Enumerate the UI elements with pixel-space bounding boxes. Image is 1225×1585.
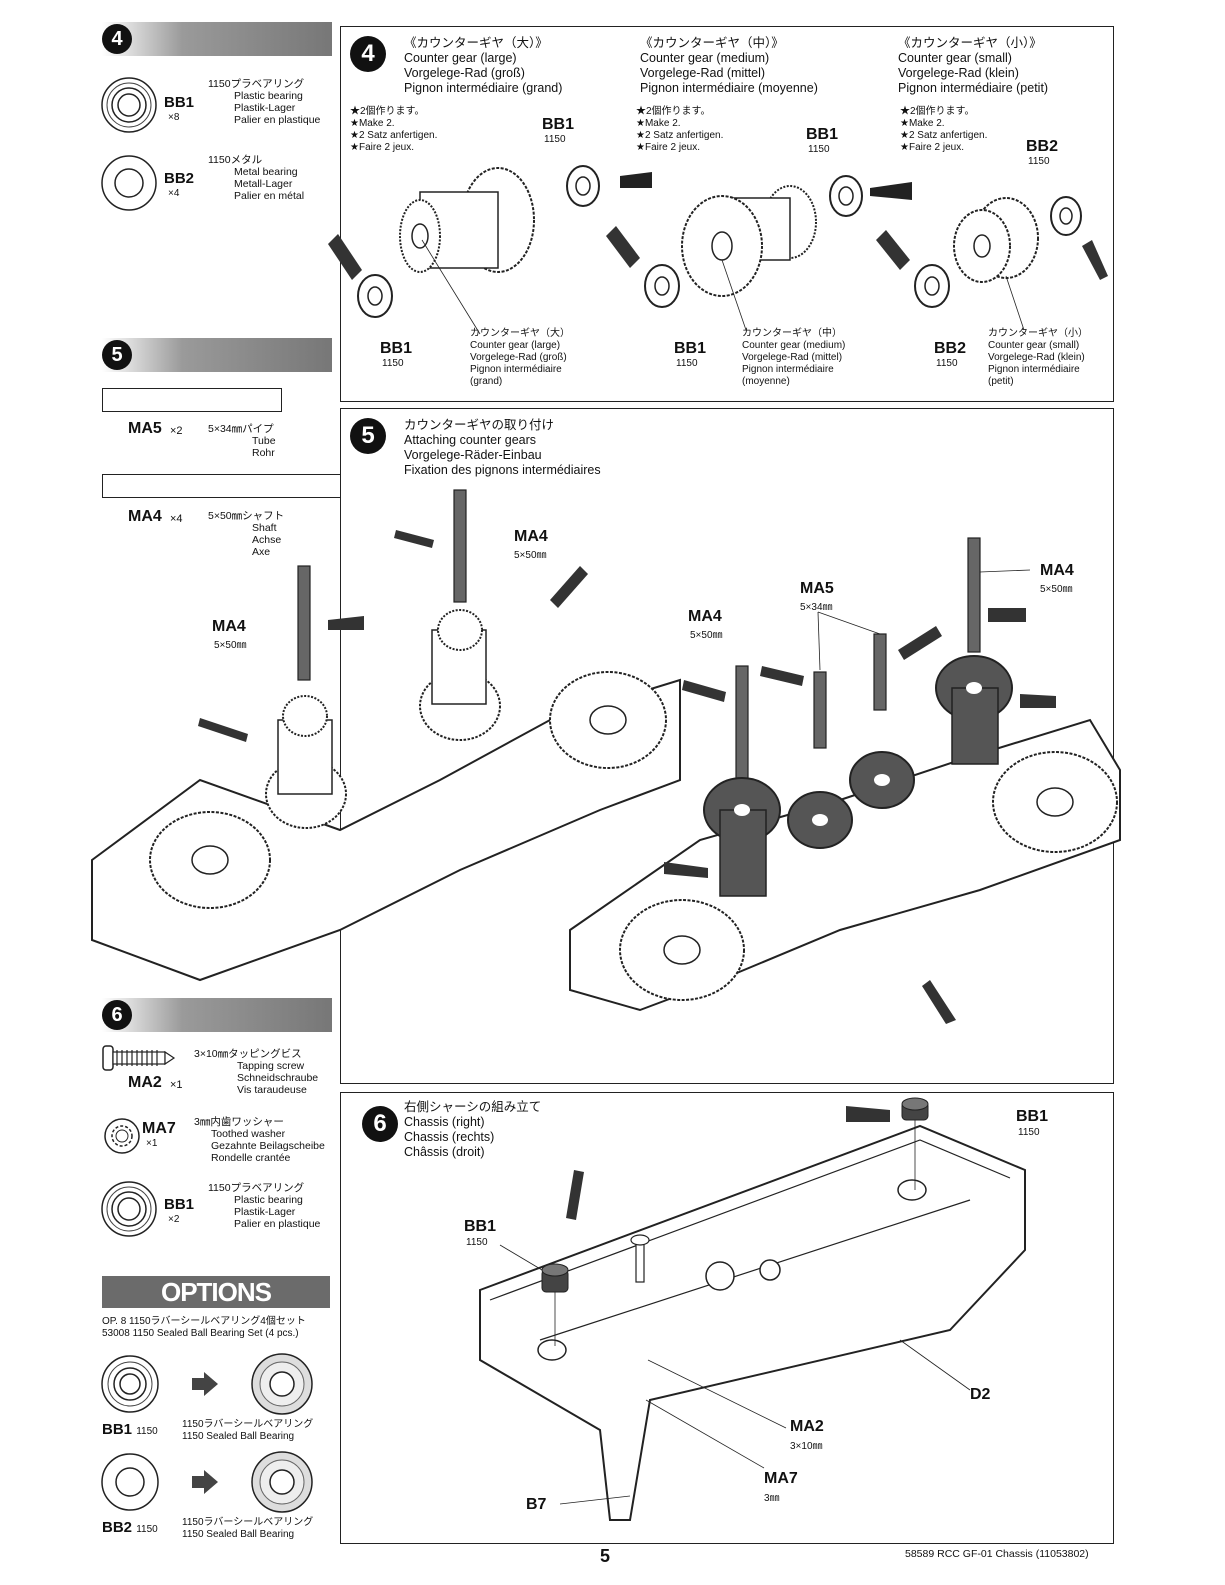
step6-number-sidebar: 6: [102, 1000, 132, 1030]
counter-gear-large-illustration: [328, 165, 652, 335]
ma7-part-text: 3㎜内歯ワッシャー Toothed washer Gezahnte Beilag…: [194, 1116, 325, 1164]
ma4-sub-3: 5×50㎜: [690, 630, 723, 641]
options-set-text: OP. 8 1150ラバーシールベアリング4個セット 53008 1150 Se…: [102, 1316, 306, 1339]
step5-header-bar: [102, 338, 332, 372]
ma5-part-text: 5×34㎜パイプ Tube Rohr: [208, 423, 276, 459]
bb1-qty: ×8: [168, 112, 180, 123]
footer-product-code: 58589 RCC GF-01 Chassis (11053802): [905, 1548, 1089, 1560]
ma2-sub: 3×10㎜: [790, 1441, 823, 1452]
plastic-bearing-icon: [101, 1181, 157, 1237]
bb2-upgrade-illustration: [101, 1451, 313, 1513]
gear-small-caption: カウンターギヤ（小）Counter gear (small)Vorgelege-…: [988, 328, 1088, 387]
plastic-bearing-icon: [101, 77, 157, 133]
bb1-part-text: 1150プラベアリング Plastic bearing Plastik-Lage…: [208, 78, 321, 126]
gear-medium-bb1-bottom-sub: 1150: [676, 358, 698, 369]
option-bb1-code: BB1 1150: [102, 1421, 158, 1438]
gear-small-notes: ★2個作ります。★Make 2. ★2 Satz anfertigen.★Fai…: [900, 106, 988, 153]
step6-bb1-sub-left: 1150: [466, 1237, 488, 1248]
gear-medium-bb1-top: BB1: [806, 126, 839, 143]
bb1-step6-code: BB1: [164, 1196, 195, 1213]
ma5-illustration-box: [102, 388, 282, 412]
ma4-label-2: MA4: [212, 618, 246, 635]
ma4-illustration-box: [102, 474, 366, 498]
bb2-qty: ×4: [168, 188, 180, 199]
toothed-washer-icon: [104, 1118, 140, 1154]
ma5-label: MA5: [800, 580, 834, 597]
gear-small-title: 《カウンターギヤ（小）》Counter gear (small) Vorgele…: [898, 36, 1049, 95]
d2-label: D2: [970, 1386, 991, 1403]
ma4-label-1: MA4: [514, 528, 548, 545]
gear-small-bb2-top: BB2: [1026, 138, 1059, 155]
step4-number: 4: [350, 36, 386, 72]
tapping-screw-icon: [102, 1045, 176, 1071]
counter-gear-small-illustration: [876, 196, 1108, 331]
ma5-qty: ×2: [170, 425, 183, 437]
gear-medium-caption: カウンターギヤ（中）Counter gear (medium)Vorgelege…: [742, 328, 846, 387]
b7-label: B7: [526, 1496, 547, 1513]
ma2-label: MA2: [790, 1418, 824, 1435]
step6-header-bar: [102, 998, 332, 1032]
option-bb1-text: 1150ラバーシールベアリング 1150 Sealed Ball Bearing: [182, 1419, 314, 1442]
ma7-label: MA7: [764, 1470, 798, 1487]
ma4-sub-4: 5×50㎜: [1040, 584, 1073, 595]
gear-large-title: 《カウンターギヤ（大）》Counter gear (large) Vorgele…: [404, 36, 563, 95]
ma7-sub: 3㎜: [764, 1493, 780, 1504]
step5-number-sidebar: 5: [102, 340, 132, 370]
gear-medium-notes: ★2個作ります。★Make 2. ★2 Satz anfertigen.★Fai…: [636, 106, 724, 153]
gear-medium-bb1-top-sub: 1150: [808, 144, 830, 155]
bb1-step6-part-text: 1150プラベアリング Plastic bearing Plastik-Lage…: [208, 1182, 321, 1230]
gear-large-bb1-bottom-sub: 1150: [382, 358, 404, 369]
gear-large-bb1-top: BB1: [542, 116, 575, 133]
bb2-code: BB2: [164, 170, 195, 187]
step6-bb1-sub-top: 1150: [1018, 1127, 1040, 1138]
gear-small-bb2-bottom: BB2: [934, 340, 967, 357]
bb2-part-text: 1150メタル Metal bearing Metall-Lager Palie…: [208, 154, 305, 202]
ma4-qty: ×4: [170, 513, 183, 525]
ma7-code: MA7: [142, 1120, 176, 1137]
ma2-qty: ×1: [170, 1079, 183, 1091]
chassis-gear-assembly-illustration: [91, 489, 1121, 1024]
gear-large-notes: ★2個作ります。★Make 2. ★2 Satz anfertigen.★Fai…: [350, 106, 438, 153]
ma7-qty: ×1: [146, 1138, 158, 1149]
gear-medium-bb1-bottom: BB1: [674, 340, 707, 357]
gear-large-bb1-top-sub: 1150: [544, 134, 566, 145]
bb1-upgrade-illustration: [101, 1353, 313, 1415]
option-bb2-code: BB2 1150: [102, 1519, 158, 1536]
options-banner: OPTIONS: [102, 1276, 330, 1308]
ma4-sub-1: 5×50㎜: [514, 550, 547, 561]
step4-number-sidebar: 4: [102, 24, 132, 54]
page-number: 5: [600, 1546, 611, 1566]
ma4-label-3: MA4: [688, 608, 722, 625]
step4-header-bar: [102, 22, 332, 56]
gear-small-bb2-bottom-sub: 1150: [936, 358, 958, 369]
bb1-code: BB1: [164, 94, 195, 111]
gear-large-bb1-bottom: BB1: [380, 340, 413, 357]
step6-bb1-label-top: BB1: [1016, 1108, 1049, 1125]
ma5-code: MA5: [128, 420, 162, 437]
ma2-code: MA2: [128, 1074, 162, 1091]
counter-gear-medium-illustration: [606, 175, 912, 331]
step6-number: 6: [362, 1106, 398, 1142]
ma4-part-text: 5×50㎜シャフト Shaft Achse Axe: [208, 510, 285, 558]
gear-large-caption: カウンターギヤ（大）Counter gear (large)Vorgelege-…: [470, 328, 570, 387]
ma4-label-4: MA4: [1040, 562, 1074, 579]
option-bb2-text: 1150ラバーシールベアリング 1150 Sealed Ball Bearing: [182, 1517, 314, 1540]
step5-number: 5: [350, 418, 386, 454]
step6-bb1-label-left: BB1: [464, 1218, 497, 1235]
ma4-sub-2: 5×50㎜: [214, 640, 247, 651]
metal-bearing-icon: [101, 155, 157, 211]
bb1-step6-qty: ×2: [168, 1214, 180, 1225]
right-chassis-illustration: [479, 1097, 1026, 1521]
gear-medium-title: 《カウンターギヤ（中）》Counter gear (medium) Vorgel…: [640, 36, 818, 95]
ma5-sub: 5×34㎜: [800, 602, 833, 613]
ma2-part-text: 3×10㎜タッピングビス Tapping screw Schneidschrau…: [194, 1048, 319, 1096]
gear-small-bb2-top-sub: 1150: [1028, 156, 1050, 167]
ma4-code: MA4: [128, 508, 162, 525]
